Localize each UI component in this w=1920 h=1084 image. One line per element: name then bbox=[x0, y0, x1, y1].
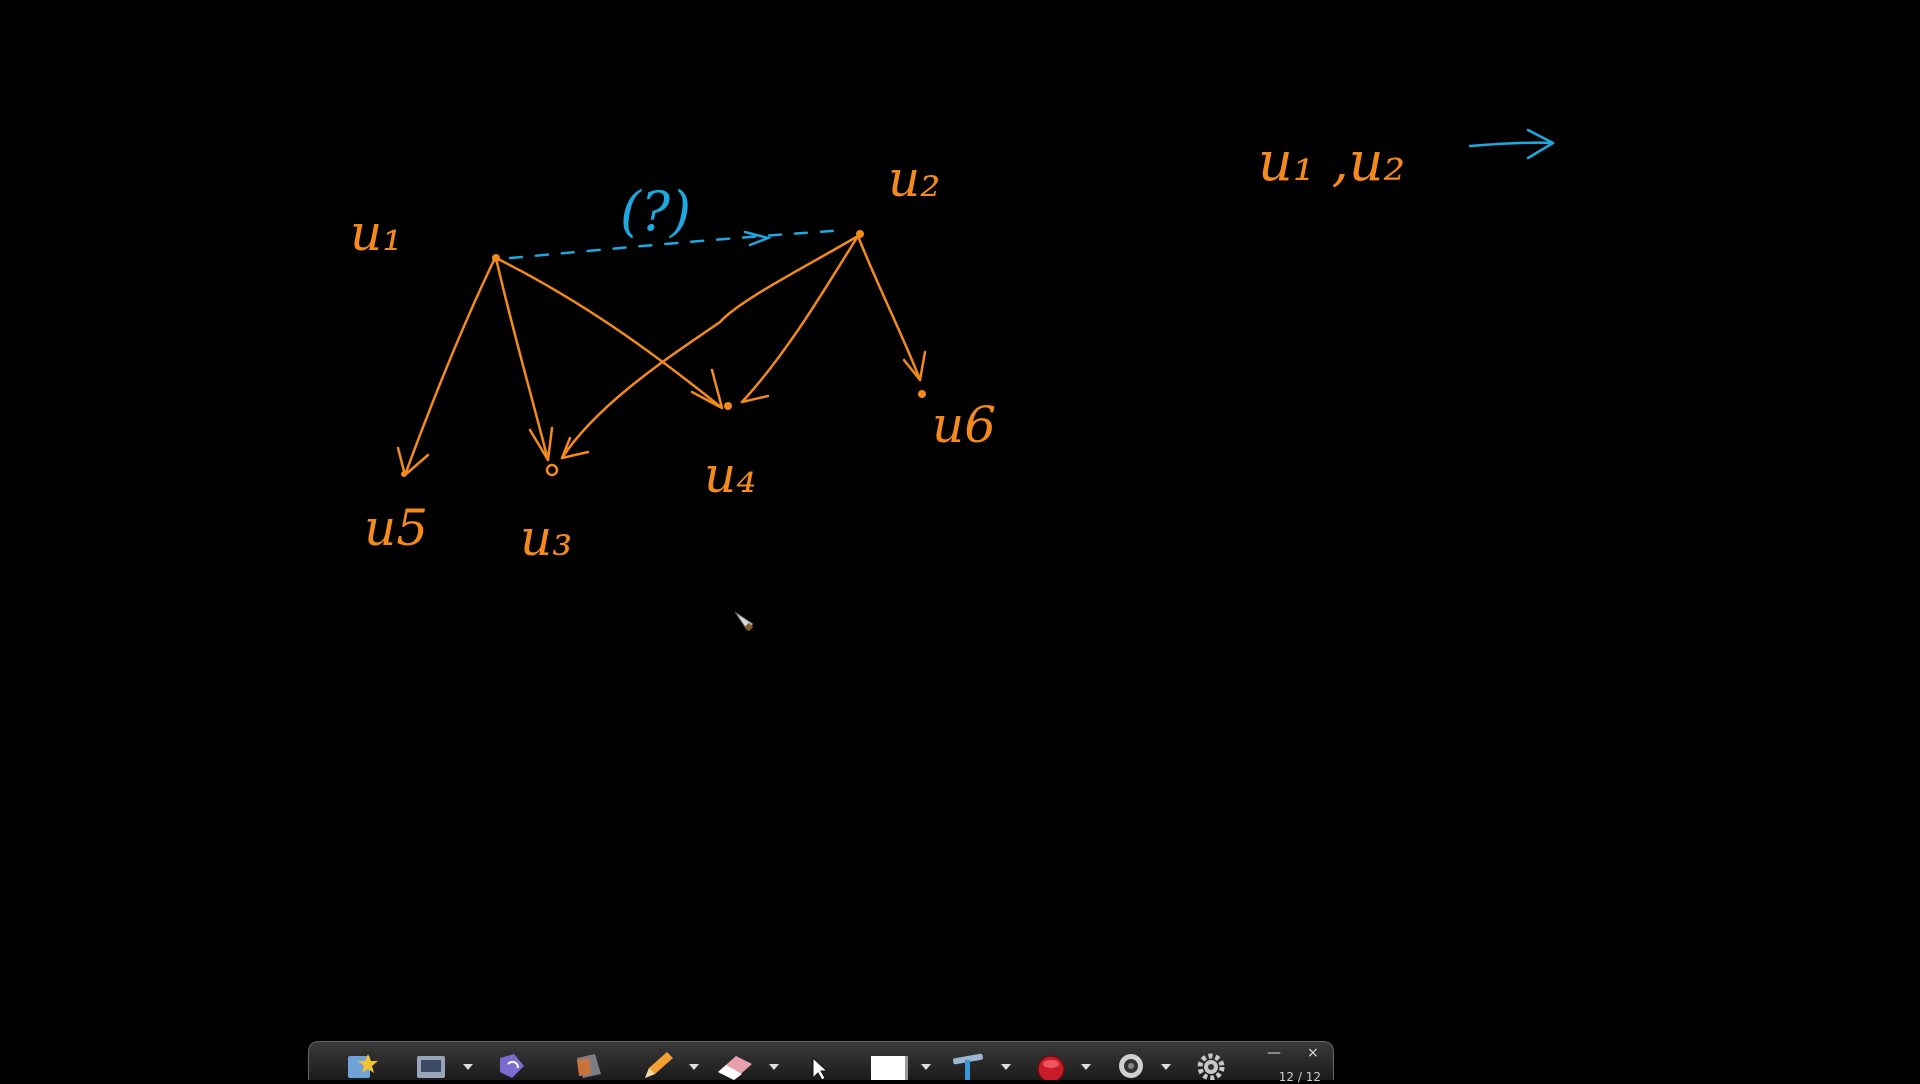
node-u1-dot bbox=[492, 254, 500, 262]
edges bbox=[396, 234, 927, 477]
screen-capture-dropdown-icon[interactable] bbox=[463, 1064, 473, 1070]
eraser-dropdown-icon[interactable] bbox=[769, 1064, 779, 1070]
annotation-toolbar: — × 12 / 12 bbox=[308, 1041, 1334, 1084]
page-counter: 12 / 12 bbox=[1278, 1070, 1321, 1084]
edge-u2-u3 bbox=[560, 234, 860, 460]
note-arrow-head bbox=[1526, 128, 1555, 160]
node-u5-dot bbox=[401, 471, 407, 477]
edge-u2-u6-head bbox=[902, 350, 927, 382]
dashed-arrow-head bbox=[743, 230, 773, 247]
pen-icon[interactable] bbox=[639, 1050, 675, 1080]
pointer-icon[interactable] bbox=[809, 1050, 829, 1080]
label-u2: u₂ bbox=[888, 150, 940, 208]
highlighter-icon[interactable] bbox=[949, 1050, 989, 1080]
record-dropdown-icon[interactable] bbox=[1081, 1064, 1091, 1070]
edge-u2-u4-head bbox=[740, 394, 770, 404]
background-icon[interactable] bbox=[869, 1050, 909, 1080]
label-u4: u₄ bbox=[704, 446, 756, 504]
edge-u1-u4-head bbox=[690, 368, 724, 410]
screen-capture-icon[interactable] bbox=[414, 1050, 450, 1080]
node-dots bbox=[401, 230, 926, 477]
edge-u1-u3-head bbox=[528, 426, 554, 462]
note-arrow-line bbox=[1468, 141, 1554, 148]
webcam-dropdown-icon[interactable] bbox=[1161, 1064, 1171, 1070]
question-mark: (?) bbox=[620, 180, 691, 243]
node-u2-dot bbox=[856, 230, 864, 238]
record-icon[interactable] bbox=[1034, 1050, 1068, 1080]
edge-u1-u4 bbox=[494, 256, 724, 410]
predicted-edge bbox=[508, 228, 847, 260]
pen-cursor-icon bbox=[734, 611, 754, 632]
settings-icon[interactable] bbox=[1194, 1050, 1228, 1080]
pages-icon[interactable] bbox=[569, 1050, 605, 1080]
node-u3-dot bbox=[545, 463, 559, 477]
minimize-button[interactable]: — bbox=[1267, 1045, 1281, 1061]
edge-u1-u3 bbox=[494, 256, 550, 462]
undo-icon[interactable] bbox=[494, 1050, 530, 1080]
gallery-icon[interactable] bbox=[344, 1050, 382, 1080]
edge-u1-u5 bbox=[403, 256, 497, 477]
edge-u2-u3-head bbox=[560, 436, 590, 460]
label-u6: u6 bbox=[932, 396, 996, 454]
label-u3: u₃ bbox=[520, 509, 572, 567]
edge-u2-u4 bbox=[740, 234, 860, 404]
label-u5: u5 bbox=[364, 499, 428, 557]
edge-u2-u6 bbox=[856, 234, 922, 382]
note-text: u₁ ,u₂ bbox=[1258, 130, 1405, 193]
webcam-icon[interactable] bbox=[1114, 1050, 1148, 1080]
background-dropdown-icon[interactable] bbox=[921, 1064, 931, 1070]
node-u6-dot bbox=[918, 390, 926, 398]
node-u4-dot bbox=[724, 402, 732, 410]
dashed-line bbox=[508, 228, 847, 260]
close-button[interactable]: × bbox=[1307, 1045, 1319, 1061]
note-arrow bbox=[1468, 128, 1555, 160]
pen-dropdown-icon[interactable] bbox=[689, 1064, 699, 1070]
label-u1: u₁ bbox=[350, 204, 402, 262]
eraser-icon[interactable] bbox=[714, 1050, 756, 1080]
highlighter-dropdown-icon[interactable] bbox=[1001, 1064, 1011, 1070]
